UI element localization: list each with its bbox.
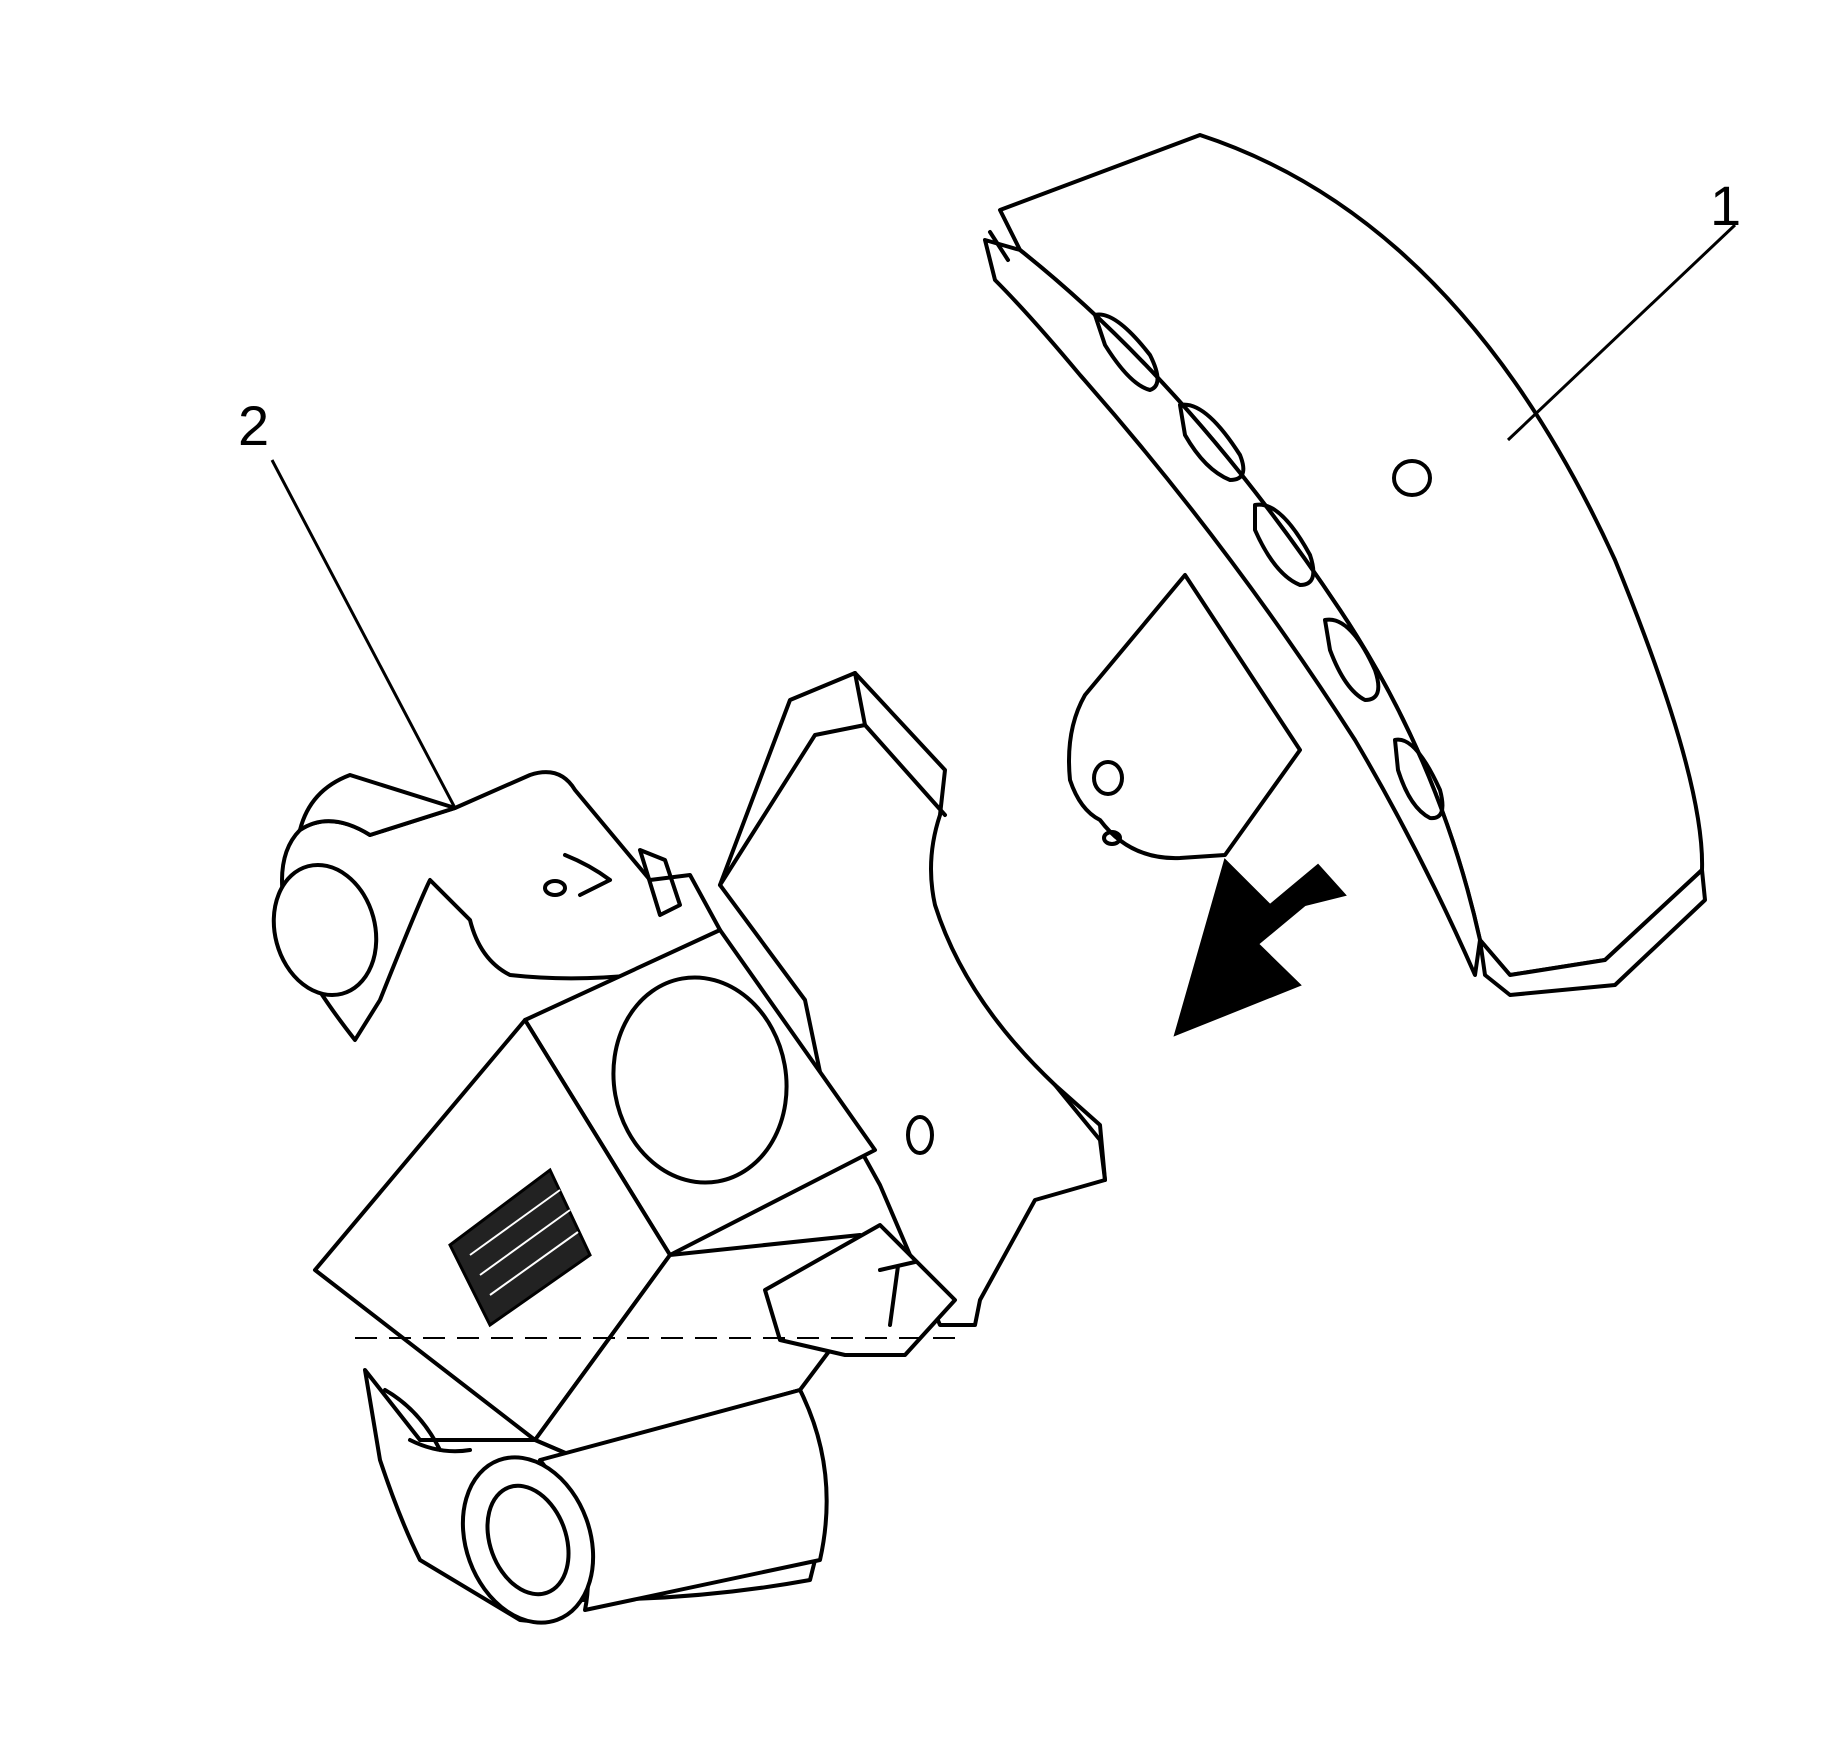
callout-1-leader <box>1506 223 1737 442</box>
callout-1: 1 <box>1506 174 1741 442</box>
plate-edge-4 <box>1053 1083 1107 1182</box>
upper-bore <box>271 862 379 998</box>
plate-edge-2 <box>863 723 947 817</box>
plate-edge-3 <box>718 723 867 887</box>
upper-arm-mark <box>543 879 567 897</box>
lower-bore-inner <box>485 1483 571 1597</box>
part-2-tensioner-body <box>271 671 1107 1625</box>
tab-pin <box>1102 830 1122 846</box>
tab-hole <box>1092 760 1124 796</box>
label-plate-texture <box>469 1189 579 1296</box>
lower-arm-detail <box>383 1388 472 1454</box>
shoe-bottom-edge <box>1478 868 1707 997</box>
shoe-hole <box>1392 459 1432 497</box>
callout-2-leader <box>270 459 457 809</box>
arrow-shape <box>1173 858 1347 1037</box>
tab-mark-7 <box>878 1260 917 1327</box>
callout-2-label: 2 <box>238 394 269 457</box>
guide-plate <box>718 671 1107 1327</box>
shoe-mounting-tab <box>1067 573 1302 861</box>
callout-2: 2 <box>238 394 457 809</box>
rail-slots <box>1093 312 1445 821</box>
block-bore <box>611 975 789 1185</box>
upper-arm-slot <box>638 848 682 917</box>
direction-arrow <box>1173 858 1347 1037</box>
callout-1-label: 1 <box>1710 174 1741 237</box>
shoe-end-notch <box>988 230 1010 262</box>
shoe-rail <box>983 238 1482 977</box>
plate-edge <box>853 671 867 727</box>
tensioner-tab <box>763 1223 957 1357</box>
part-1-shoe <box>983 133 1707 997</box>
label-plate <box>448 1167 592 1328</box>
upper-arm-detail <box>563 853 612 897</box>
shoe-top-face <box>998 133 1705 977</box>
plate-hole <box>906 1115 934 1155</box>
